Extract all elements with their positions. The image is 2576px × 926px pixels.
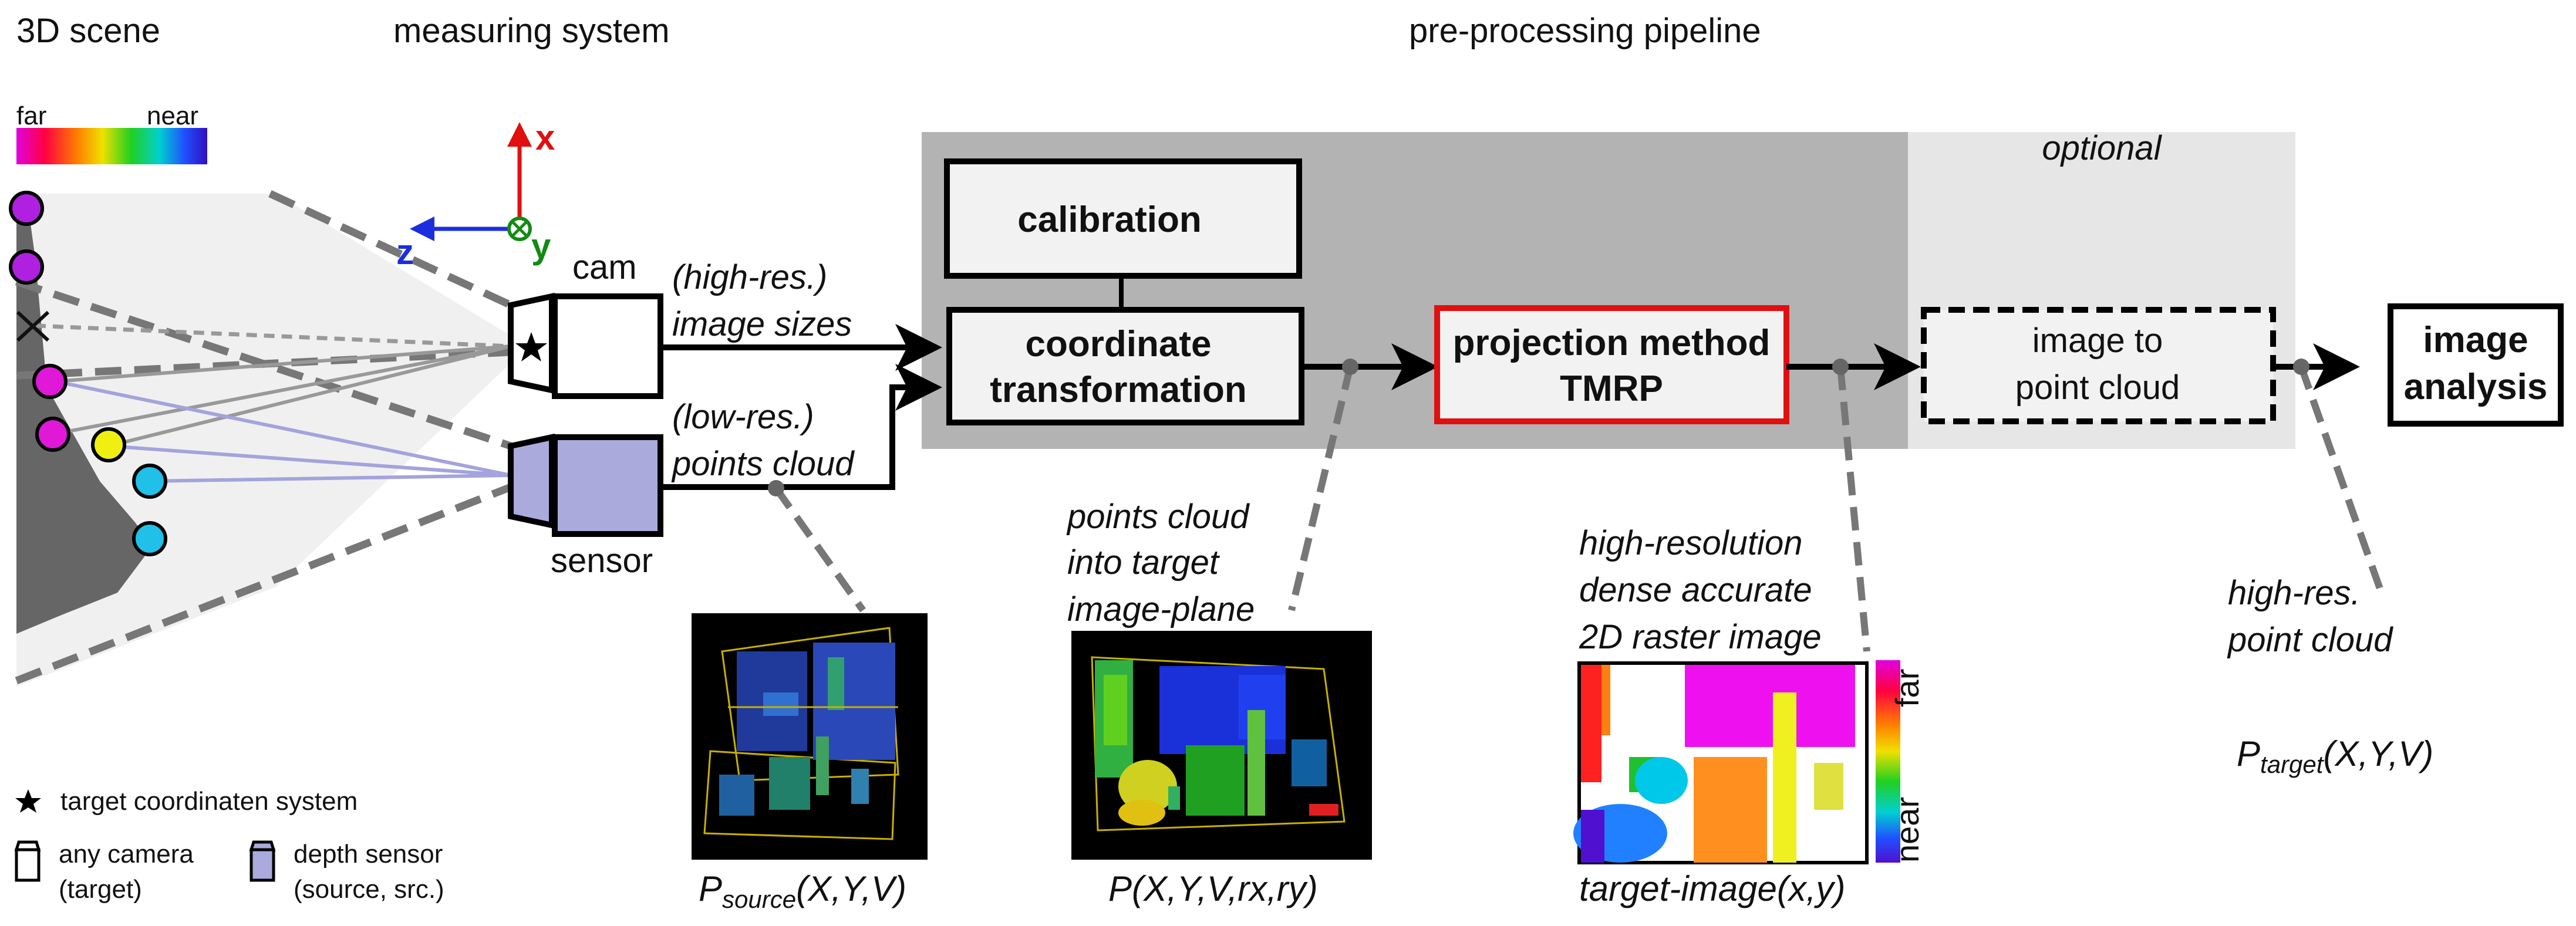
image-label: image	[2423, 320, 2528, 360]
measuring-title: measuring system	[393, 12, 670, 50]
sensor-fov-line-bottom	[15, 483, 512, 685]
y-axis-cross	[511, 221, 528, 237]
cam-label: cam	[572, 248, 637, 286]
note-image-plane: image-plane	[1067, 590, 1255, 628]
pipeline-title: pre-processing pipeline	[1409, 12, 1761, 50]
sensor-ray	[149, 474, 511, 483]
legend-sensor: depth sensor	[294, 840, 443, 868]
colorbar-near-label: near	[1889, 797, 1926, 863]
optional-label: optional	[2042, 129, 2162, 167]
target-image-caption: target-image(x,y)	[1579, 869, 1845, 908]
scene-point-x-marker	[16, 310, 50, 342]
image-to-label: image to	[2032, 322, 2163, 360]
legend: target coordinaten system any camera (ta…	[14, 787, 444, 904]
depth-far-label: far	[16, 102, 46, 130]
transformation-label: transformation	[990, 370, 1246, 410]
p-target-caption: Ptarget(X,Y,V)	[2237, 734, 2433, 778]
image-to-point-cloud-box: image to point cloud	[1921, 307, 2276, 424]
calibration-label: calibration	[1017, 200, 1202, 240]
x-axis-label: x	[535, 118, 555, 157]
depth-near-label: near	[147, 102, 198, 130]
camera-legend-icon	[14, 840, 41, 882]
projection-method-label: projection method	[1453, 323, 1771, 363]
star-icon	[515, 332, 547, 361]
sensor-label: sensor	[551, 542, 653, 580]
scene-panel: far near	[9, 102, 528, 687]
legend-target-cs: target coordinaten system	[60, 787, 358, 816]
projected-cloud-thumbnail	[1071, 631, 1372, 860]
scene-title: 3D scene	[16, 12, 160, 50]
leader-dot	[768, 480, 784, 496]
projection-method-box: projection method TMRP	[1434, 305, 1789, 424]
coordinate-transformation-box: coordinate transformation	[946, 307, 1304, 425]
scene-point-cyan	[132, 521, 167, 556]
sensor-lens	[508, 433, 555, 529]
note-high-resolution: high-resolution	[1579, 524, 1802, 562]
colorbar-far-label: far	[1889, 669, 1926, 707]
points-cloud-label: points cloud	[671, 445, 855, 483]
leader-source	[773, 486, 866, 613]
note-2d-raster: 2D raster image	[1579, 618, 1822, 656]
depth-colorbar	[1876, 660, 1900, 863]
p-target-args: (X,Y,V)	[2323, 734, 2433, 773]
star-icon	[15, 789, 41, 813]
scene-point-purple	[9, 249, 44, 285]
coordinate-label: coordinate	[1026, 324, 1212, 364]
scene-background-area	[16, 194, 528, 687]
legend-camera-target: (target)	[59, 875, 142, 904]
sensor-body	[552, 434, 663, 537]
cam-ray-dotted	[35, 323, 511, 349]
sensor-ray	[55, 380, 511, 477]
z-axis-label: z	[396, 232, 414, 272]
sensor-legend-icon	[249, 840, 276, 882]
scene-point-purple	[9, 191, 44, 226]
p-source-sub: source	[722, 886, 796, 913]
image-analysis-box: image analysis	[2388, 303, 2564, 427]
depth-gradient-bar	[16, 128, 207, 164]
scene-object-surface	[16, 194, 153, 634]
measuring-system: x z y cam sensor	[396, 118, 663, 580]
analysis-label: analysis	[2404, 367, 2548, 407]
leader-dot	[1832, 359, 1849, 375]
scene-point-cyan	[132, 464, 167, 499]
y-axis-label: y	[531, 227, 551, 266]
cam-ray	[55, 344, 511, 383]
note-high-res: high-res.	[2228, 574, 2361, 612]
source-point-cloud-thumbnail	[692, 613, 928, 860]
p-target-sub: target	[2260, 751, 2325, 778]
note-dense-accurate: dense accurate	[1579, 571, 1812, 609]
scene-point-magenta	[32, 364, 68, 399]
high-res-label: (high-res.)	[672, 258, 827, 296]
leader-output	[2298, 365, 2387, 600]
legend-camera: any camera	[59, 840, 194, 868]
p-target-main: P	[2237, 734, 2260, 773]
target-image-thumbnail	[1573, 661, 1869, 864]
point-cloud-label: point cloud	[2015, 369, 2180, 407]
tmrp-label: TMRP	[1560, 369, 1663, 409]
camera-body	[552, 293, 663, 399]
sensor-fov-line-top	[268, 190, 512, 309]
image-sizes-label: image sizes	[672, 305, 852, 343]
p-source-args: (X,Y,V)	[796, 869, 906, 908]
leader-dot	[2293, 359, 2309, 375]
calibration-box: calibration	[944, 158, 1302, 279]
leader-dot	[1342, 359, 1358, 375]
p-source-main: P	[699, 869, 722, 908]
legend-sensor-source: (source, src.)	[294, 875, 444, 904]
leader-projection-out	[1837, 366, 1870, 652]
p-mid-caption: P(X,Y,V,rx,ry)	[1108, 869, 1318, 908]
note-into-target: into target	[1067, 543, 1220, 582]
cam-ray	[52, 344, 511, 436]
low-res-label: (low-res.)	[672, 398, 814, 436]
scene-point-yellow	[91, 427, 126, 462]
note-point-cloud: point cloud	[2227, 621, 2393, 659]
note-points-cloud: points cloud	[1066, 498, 1250, 536]
scene-point-magenta	[35, 417, 70, 452]
p-source-caption: Psource(X,Y,V)	[699, 869, 906, 913]
cam-ray	[108, 344, 511, 448]
leader-projection-in	[1288, 366, 1354, 611]
sensor-ray	[108, 444, 511, 477]
